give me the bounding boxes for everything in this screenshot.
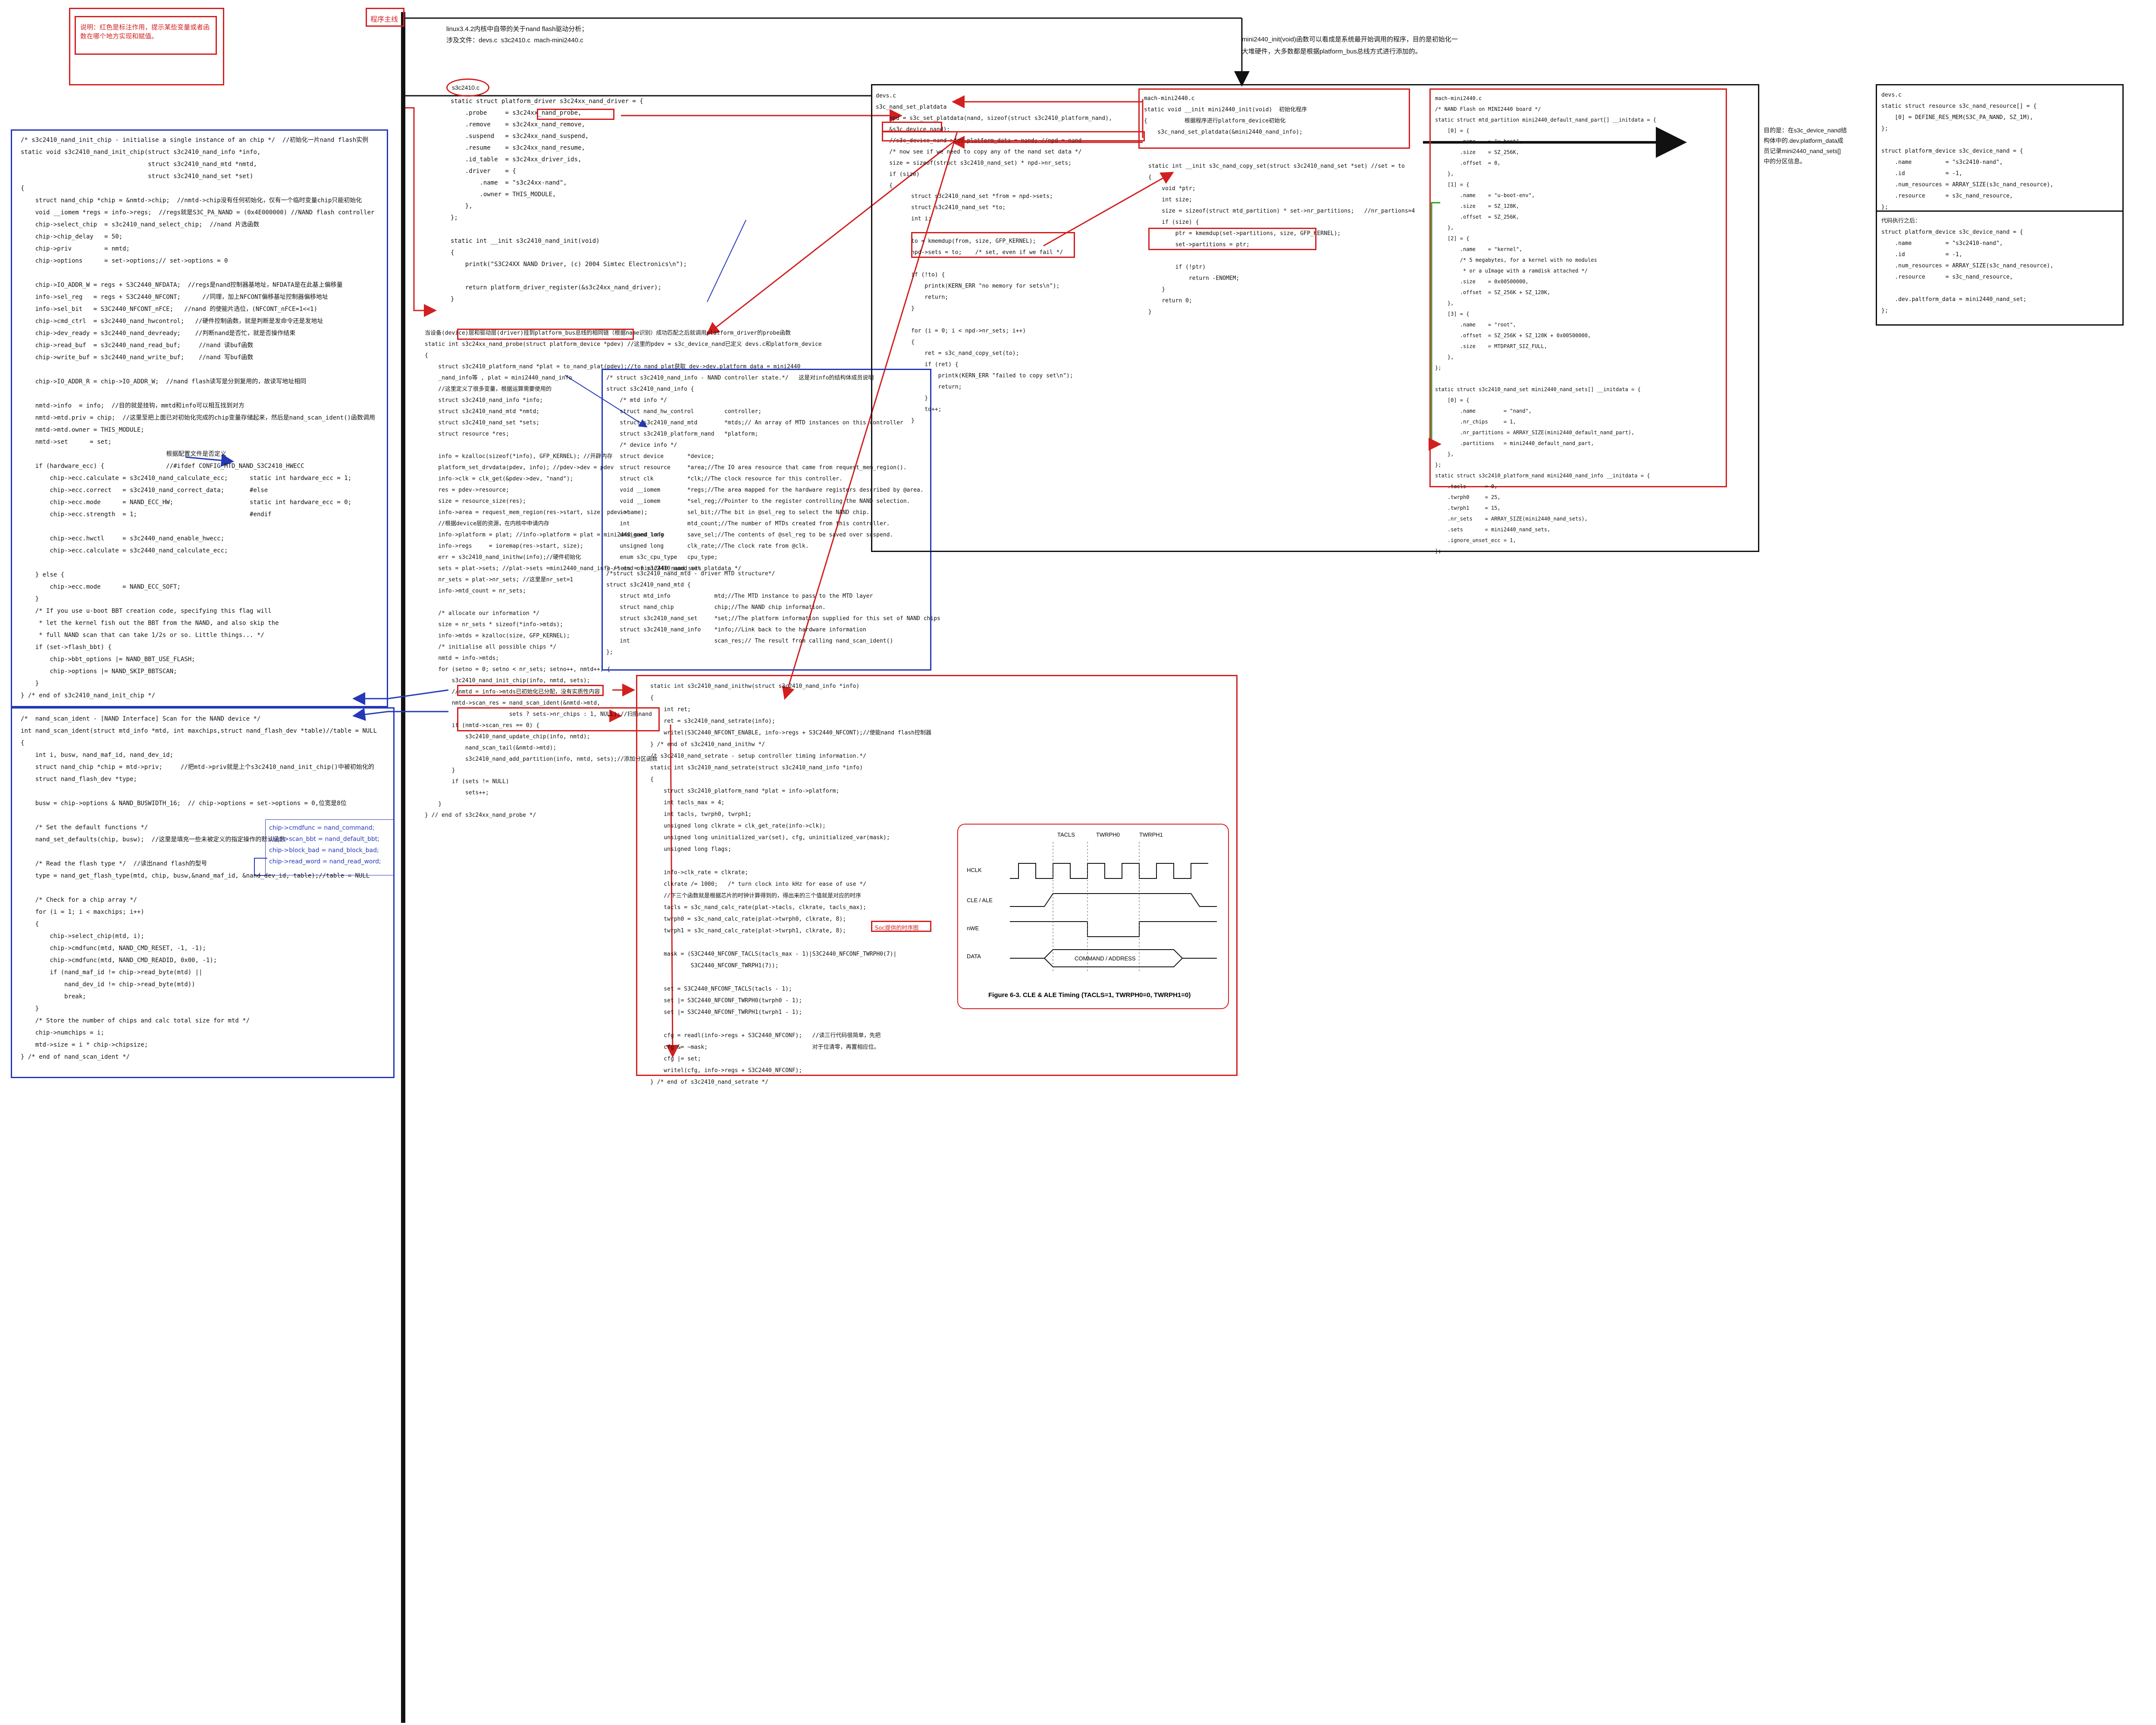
code-scan-ident: /* nand_scan_ident - [NAND Interface] Sc… <box>21 715 377 1060</box>
scan-ident-box: /* nand_scan_ident - [NAND Interface] Sc… <box>11 707 395 1078</box>
code-copy-set: static int __init s3c_nand_copy_set(stru… <box>1148 163 1415 315</box>
kmemdup-highlight <box>911 232 1075 258</box>
code-info: /* struct s3c2410_nand_info - NAND contr… <box>606 375 924 572</box>
info-struct-box: /* struct s3c2410_nand_info - NAND contr… <box>602 369 940 671</box>
copy-set-highlight <box>1148 228 1316 250</box>
default-functions-note: chip->cmdfunc = nand_command; chip->scan… <box>265 819 395 875</box>
code-res-after: 代码执行之后： struct platform_device s3c_devic… <box>1881 218 2054 314</box>
inithw-box: static int s3c2410_nand_inithw(struct s3… <box>636 675 1238 1085</box>
board-data-box: mach-mini2440.c /* NAND Flash on MINI244… <box>1429 88 1727 554</box>
scan-ident-call-highlight <box>457 707 660 731</box>
timing-signal-cle: CLE / ALE <box>967 897 993 903</box>
mach-init-box: mach-mini2440.c static void __init mini2… <box>1138 88 1410 149</box>
timing-caption: Figure 6-3. CLE & ALE Timing (TACLS=1, T… <box>988 991 1191 999</box>
board-note: 目的是：在s3c_device_nand结 构体中的.dev.platform_… <box>1764 127 1847 165</box>
code-platform-driver: static struct platform_driver s3c24xx_na… <box>451 98 687 303</box>
devs-c-box: devs.c s3c_nand_set_platdata npd = s3c_s… <box>871 84 1759 552</box>
platform-data-highlight <box>882 131 1145 141</box>
timing-signal-hclk: HCLK <box>967 867 982 873</box>
code-init-chip: /* s3c2410_nand_init_chip - initialise a… <box>21 137 375 699</box>
timing-diagram: TACLS TWRPH0 TWRPH1 HCLK CLE / ALE nWE D… <box>967 831 1217 999</box>
legend-note-box: 说明：红色是标注作用，提示某些变量或者函数在哪个地方实现和赋值。 <box>69 8 224 85</box>
resource-box: devs.c static struct resource s3c_nand_r… <box>1876 84 2124 326</box>
timing-signal-nwe: nWE <box>967 925 979 932</box>
code-mtd: /*struct s3c2410_nand_mtd - driver MTD s… <box>606 571 940 656</box>
code-devs-body: struct s3c2410_nand_set *from = npd->set… <box>911 193 1073 424</box>
code-res: devs.c static struct resource s3c_nand_r… <box>1881 92 2054 210</box>
code-probe: 当设备(device)层和驱动层(driver)挂到platform_bus总线… <box>425 330 822 819</box>
main-line-label: 程序主线 <box>370 16 398 23</box>
legend-note-text: 说明：红色是标注作用，提示某些变量或者函数在哪个地方实现和赋值。 <box>80 23 210 40</box>
probe-func-highlight <box>457 329 634 340</box>
timing-data-label: COMMAND / ADDRESS <box>1075 955 1136 962</box>
timing-label-twrph1: TWRPH1 <box>1139 831 1163 838</box>
code-devs-head: devs.c s3c_nand_set_platdata npd = s3c_s… <box>876 93 1112 189</box>
init-chip-call-highlight <box>457 685 604 696</box>
init-chip-box: /* s3c2410_nand_init_chip - initialise a… <box>11 129 388 707</box>
probe-highlight <box>537 109 614 120</box>
s3c2410-tag: s3c2410.c <box>446 78 489 97</box>
code-board: mach-mini2440.c /* NAND Flash on MINI244… <box>1435 95 1656 554</box>
code-mach-init: mach-mini2440.c static void __init mini2… <box>1144 95 1307 135</box>
timing-note: Soc提供的时序图 <box>875 925 919 932</box>
timing-label-tacls: TACLS <box>1057 831 1075 838</box>
s3c-device-nand-highlight <box>882 122 942 132</box>
timing-signal-data: DATA <box>967 953 981 960</box>
code-inithw: static int s3c2410_nand_inithw(struct s3… <box>650 683 931 1085</box>
timing-note-box: Soc提供的时序图 <box>871 921 931 932</box>
timing-figure: TACLS TWRPH0 TWRPH1 HCLK CLE / ALE nWE D… <box>957 824 1229 1009</box>
legend-note-inner: 说明：红色是标注作用，提示某些变量或者函数在哪个地方实现和赋值。 <box>75 16 217 55</box>
main-line-label-box: 程序主线 <box>366 8 404 27</box>
intro-text: linux3.4.2内核中自带的关于nand flash驱动分析； 涉及文件：d… <box>446 25 588 44</box>
timing-label-twrph0: TWRPH0 <box>1096 831 1120 838</box>
mini2440-note: mini2440_init(void)函数可以看成是系统最开始调用的程序，目的是… <box>1242 36 1458 55</box>
